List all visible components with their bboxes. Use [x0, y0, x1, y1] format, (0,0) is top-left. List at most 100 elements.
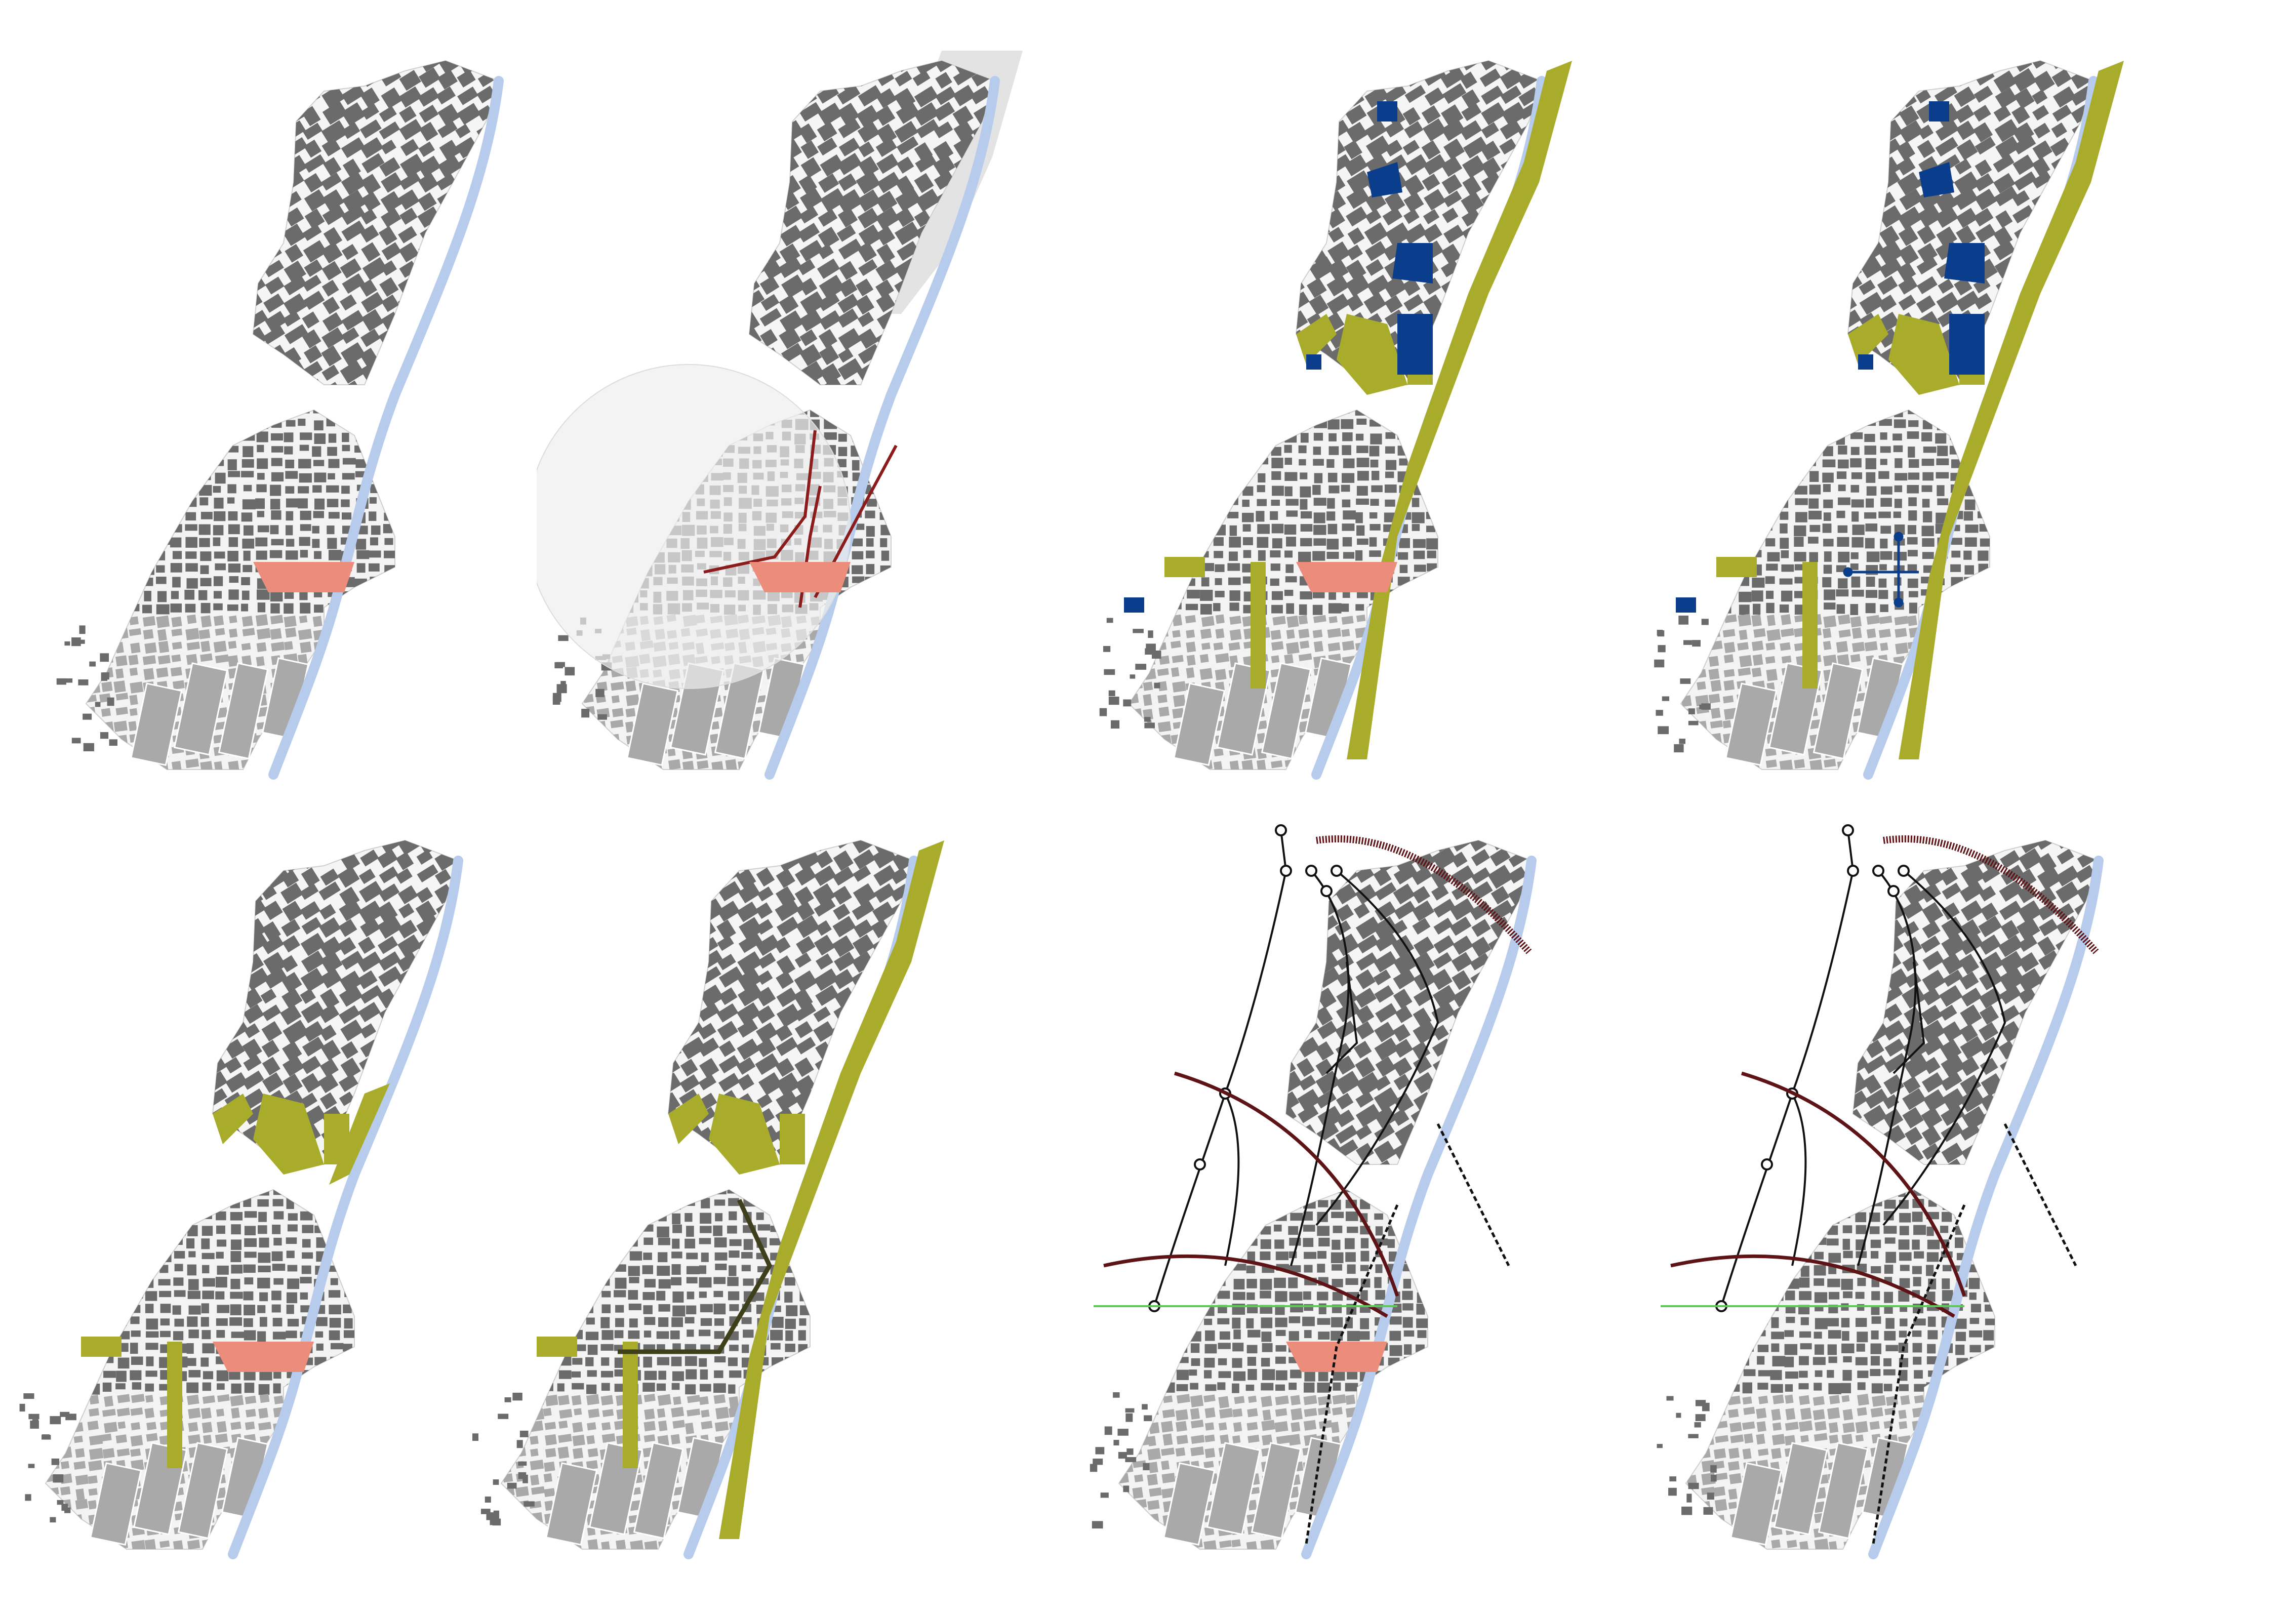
building-block — [285, 591, 294, 599]
building-block — [298, 629, 312, 640]
building-block — [761, 138, 782, 157]
building-block — [266, 103, 288, 124]
building-block — [1229, 590, 1240, 601]
building-block — [1951, 694, 1960, 703]
building-block — [455, 362, 474, 380]
building-block — [1978, 576, 1987, 587]
building-block — [60, 1187, 69, 1195]
building-block — [288, 1224, 298, 1231]
building-block — [1285, 418, 1298, 429]
building-block — [837, 735, 846, 743]
building-block — [259, 1238, 269, 1248]
building-block — [187, 773, 196, 782]
building-block — [214, 576, 223, 586]
building-block — [342, 694, 355, 704]
building-block — [1258, 473, 1265, 482]
building-block — [1710, 640, 1722, 650]
building-block — [246, 90, 263, 107]
building-block — [342, 668, 351, 677]
building-block — [1879, 760, 1890, 769]
building-block — [1907, 431, 1919, 439]
building-block — [1978, 681, 1989, 692]
building-block — [1723, 458, 1732, 466]
building-block — [973, 343, 994, 364]
building-block — [625, 708, 635, 717]
building-block — [1199, 419, 1207, 426]
building-block — [1228, 407, 1238, 416]
building-block — [1667, 721, 1678, 730]
building-block — [1414, 746, 1427, 758]
building-block — [1765, 656, 1776, 664]
building-block — [1342, 523, 1354, 531]
building-block — [385, 708, 396, 718]
building-block — [47, 1408, 57, 1417]
building-block — [1711, 708, 1721, 719]
building-block — [45, 1292, 52, 1302]
building-block — [31, 1305, 42, 1312]
building-block — [1880, 642, 1888, 651]
building-block — [217, 1187, 227, 1198]
building-block — [1288, 207, 1310, 228]
building-block — [319, 833, 341, 852]
building-block — [1866, 472, 1876, 483]
building-block — [881, 774, 892, 782]
building-block — [1837, 760, 1850, 771]
building-block — [1538, 314, 1556, 333]
building-block — [668, 749, 676, 756]
influence-circle — [537, 365, 851, 689]
building-block — [30, 1213, 43, 1221]
building-block — [356, 733, 370, 741]
building-block — [1272, 524, 1283, 534]
building-block — [73, 1357, 86, 1368]
building-block — [865, 629, 878, 638]
building-block — [1201, 433, 1210, 440]
building-block — [895, 604, 904, 611]
building-block — [343, 458, 356, 465]
building-block — [457, 292, 477, 310]
building-block — [1823, 446, 1833, 456]
building-block — [1709, 760, 1722, 773]
building-block — [86, 629, 96, 637]
building-block — [102, 1279, 113, 1290]
building-block — [1185, 497, 1196, 506]
building-block — [383, 524, 392, 533]
building-block — [858, 52, 881, 73]
scattered-block — [1702, 619, 1709, 625]
building-block — [329, 512, 340, 518]
building-block — [1951, 707, 1962, 718]
building-block — [258, 1266, 270, 1272]
building-block — [495, 222, 518, 243]
building-block — [1145, 773, 1154, 781]
building-block — [1414, 564, 1426, 572]
building-block — [1837, 471, 1846, 479]
building-block — [1461, 381, 1480, 401]
scattered-block — [1103, 646, 1110, 652]
building-block — [1442, 420, 1452, 428]
building-block — [1558, 157, 1576, 174]
building-block — [1159, 707, 1170, 717]
building-block — [1766, 629, 1781, 641]
building-block — [819, 53, 840, 73]
building-block — [31, 1434, 41, 1442]
scattered-block — [1107, 618, 1113, 623]
building-block — [202, 1330, 211, 1339]
building-block — [1680, 510, 1691, 520]
building-block — [1441, 641, 1454, 652]
building-block — [1369, 512, 1377, 518]
building-block — [1284, 524, 1296, 535]
building-block — [1342, 407, 1349, 413]
building-block — [144, 511, 153, 519]
building-block — [417, 1105, 439, 1124]
building-block — [1355, 512, 1363, 523]
building-block — [1839, 71, 1860, 92]
building-block — [371, 407, 382, 415]
building-block — [131, 1278, 142, 1288]
building-block — [1737, 774, 1748, 785]
building-block — [825, 708, 835, 717]
building-block — [1481, 328, 1501, 347]
building-block — [117, 1198, 125, 1206]
building-block — [1994, 629, 2002, 636]
building-block — [74, 1277, 83, 1285]
building-block — [88, 1213, 98, 1220]
building-block — [1343, 537, 1352, 547]
